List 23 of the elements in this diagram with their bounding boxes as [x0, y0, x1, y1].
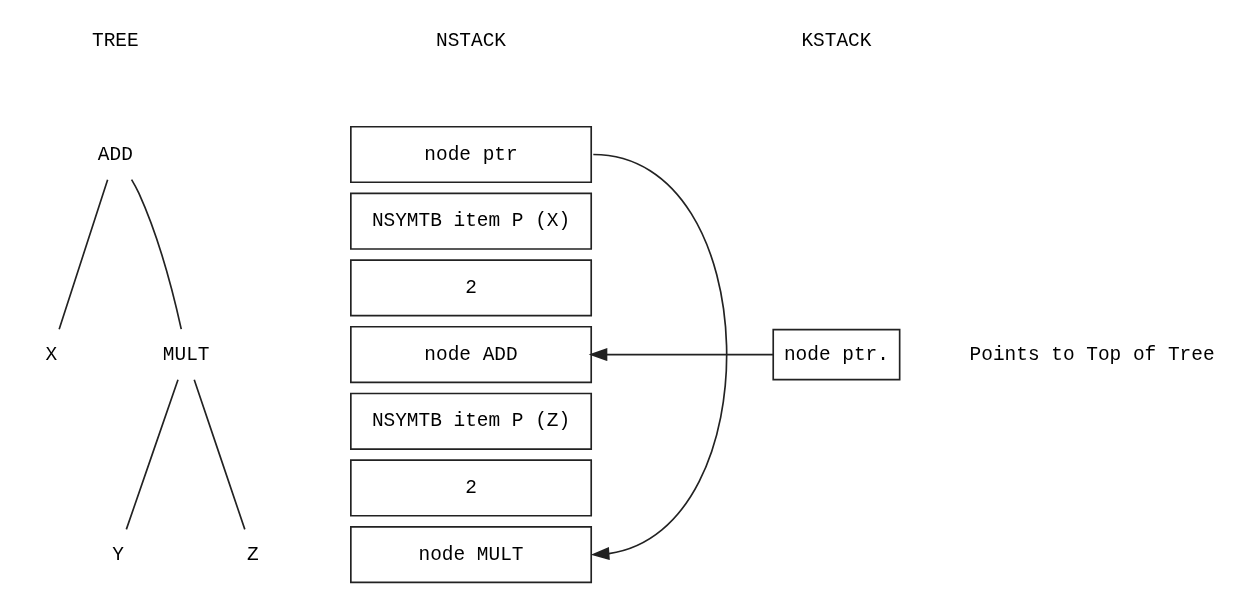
connector [130, 178, 183, 330]
connector [125, 378, 179, 530]
node-box: node ptr. [772, 328, 901, 380]
node-box: node MULT [350, 525, 593, 583]
node-box: NSYMTB item P (X) [350, 192, 593, 250]
label: KSTACK [801, 29, 872, 52]
node-text: Z [247, 543, 259, 566]
label: NSTACK [436, 29, 507, 52]
node-box: node ADD [350, 325, 593, 383]
connector [193, 378, 246, 530]
node-text: X [45, 343, 58, 366]
node-box: 2 [350, 258, 593, 316]
node-text: Y [112, 543, 124, 566]
label: TREE [92, 29, 139, 52]
node-box: 2 [350, 458, 593, 517]
node-text: ADD [97, 143, 133, 166]
label: Points to Top of Tree [969, 343, 1215, 366]
node-box: NSYMTB item P (Z) [350, 392, 593, 450]
connector [58, 178, 109, 330]
arrow [590, 153, 728, 560]
node-text: MULT [162, 343, 210, 366]
arrow [588, 347, 775, 361]
node-box: node ptr [350, 125, 593, 183]
